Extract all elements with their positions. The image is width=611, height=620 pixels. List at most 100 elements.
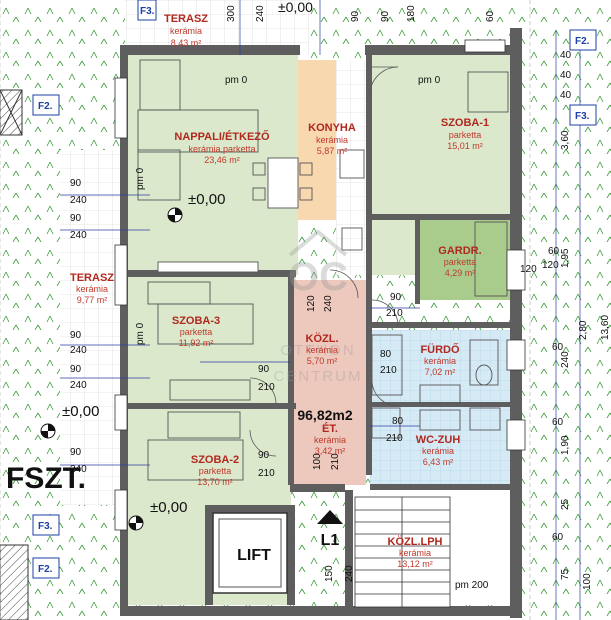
dim-l240c: 240	[70, 345, 87, 356]
dim-90-top-a: 90	[350, 10, 361, 22]
watermark-line2: CENTRUM	[274, 368, 363, 385]
konyha-area: 5,87 m²	[317, 146, 348, 156]
kozl-area: 5,70 m²	[307, 356, 338, 366]
dim-r60a: 60	[548, 246, 560, 257]
dim-r280: 2,80	[578, 320, 589, 340]
dim-l240d: 240	[70, 380, 87, 391]
watermark-line1: OTTHON	[280, 342, 355, 359]
dim-c210f: 210	[330, 453, 341, 470]
szoba2-name: SZOBA-2	[191, 454, 239, 466]
dim-180: 180	[406, 5, 417, 22]
terasz-top-material: kerámia	[170, 26, 202, 36]
terasz-left-name: TERASZ	[70, 272, 114, 284]
dim-c210c: 210	[258, 382, 275, 393]
dim-r190: 1,90	[560, 435, 571, 455]
tag-f3-right: F3.	[575, 111, 590, 122]
kozl-material: kerámia	[306, 345, 338, 355]
tag-f2-left-bottom: F2.	[38, 564, 53, 575]
konyha-material: kerámia	[316, 135, 348, 145]
szoba2-area: 13,70 m²	[197, 477, 233, 487]
et-name: ÉT.	[322, 422, 338, 435]
windows	[114, 39, 526, 531]
stair-arrow-icon	[317, 510, 343, 524]
dim-c90c: 90	[258, 450, 270, 461]
terasz-left-material: kerámia	[76, 284, 108, 294]
doors	[249, 66, 399, 457]
dim-l90a: 90	[70, 178, 82, 189]
hatched-block-left-bottom	[0, 544, 29, 620]
furdo-area: 7,02 m²	[425, 367, 456, 377]
room-furdo	[370, 330, 510, 403]
tag-f3-top: F3.	[140, 6, 155, 17]
dim-r60d: 60	[552, 532, 564, 543]
level-zero-main: ±0,00	[188, 191, 225, 208]
level-zero-left: ±0,00	[62, 403, 99, 420]
dim-r40b: 40	[560, 90, 572, 101]
room-wczuh	[370, 405, 510, 488]
gardr-material: parketta	[444, 257, 477, 267]
furdo-material: kerámia	[424, 356, 456, 366]
dim-r240: 240	[560, 351, 571, 368]
szoba3-area: 11,92 m²	[179, 338, 214, 348]
dim-40-right: 40	[560, 70, 572, 81]
stair-label: L1	[321, 532, 340, 549]
dim-l240a: 240	[70, 195, 87, 206]
dim-c210a: 210	[386, 308, 403, 319]
dimension-lines	[60, 0, 581, 620]
level-zero-bottom: ±0,00	[150, 499, 187, 516]
konyha-name: KONYHA	[308, 122, 356, 134]
dim-l90e: 90	[70, 447, 82, 458]
dim-r100a: 100	[582, 573, 593, 590]
dim-c210b: 210	[380, 365, 397, 376]
kozl-lph-material: kerámia	[399, 548, 431, 558]
level-markers	[40, 207, 183, 531]
wczuh-area: 6,43 m²	[423, 457, 454, 467]
dim-c120: 120	[306, 295, 317, 312]
dim-r120b: 120	[520, 264, 537, 275]
terasz-top-name: TERASZ	[164, 13, 208, 25]
szoba3-material: parketta	[180, 327, 213, 337]
kozl-lph-area: 13,12 m²	[397, 559, 433, 569]
dim-r120a: 120	[542, 260, 559, 271]
dim-l90c: 90	[70, 330, 82, 341]
nappali-name: NAPPALI/ÉTKEZŐ	[174, 130, 270, 143]
level-pm-left2: pm 0	[135, 322, 146, 345]
et-material: kerámia	[314, 435, 346, 445]
gardr-area: 4,29 m²	[445, 268, 476, 278]
dim-c80b: 80	[392, 416, 404, 427]
level-pm-right: pm 0	[418, 75, 441, 86]
room-gardr	[418, 218, 510, 300]
tag-f2-right-top: F2.	[575, 36, 590, 47]
total-area: 96,82m2	[297, 407, 352, 423]
terasz-left-area: 9,77 m²	[77, 295, 108, 305]
terrace-left	[60, 150, 120, 505]
dim-300: 300	[226, 5, 237, 22]
dim-l240e: 240	[70, 464, 87, 475]
dim-s240: 240	[344, 565, 355, 582]
gardr-name: GARDR.	[438, 245, 481, 257]
dim-c90a: 90	[390, 292, 402, 303]
lift-shaft	[212, 512, 288, 594]
level-pm-top: pm 0	[225, 75, 248, 86]
et-area: 3,42 m²	[315, 446, 346, 456]
walls	[120, 28, 522, 618]
dim-l240b: 240	[70, 230, 87, 241]
level-pm-left1: pm 0	[135, 167, 146, 190]
dim-r360b: 13,60	[600, 315, 611, 340]
dim-c80a: 80	[380, 349, 392, 360]
szoba2-material: parketta	[199, 466, 232, 476]
dim-l90b: 90	[70, 213, 82, 224]
szoba1-material: parketta	[449, 130, 482, 140]
staircase	[354, 496, 451, 608]
dim-r25: 25	[560, 498, 571, 510]
dim-r75: 75	[560, 568, 571, 580]
dim-l90d: 90	[70, 364, 82, 375]
dim-r40a: 40	[560, 50, 572, 61]
dim-c100: 100	[312, 453, 323, 470]
dim-r195: 1,95	[560, 248, 571, 268]
nappali-area: 23,46 m²	[204, 155, 240, 165]
terasz-top-area: 8,43 m²	[171, 38, 202, 48]
szoba1-name: SZOBA-1	[441, 117, 489, 129]
